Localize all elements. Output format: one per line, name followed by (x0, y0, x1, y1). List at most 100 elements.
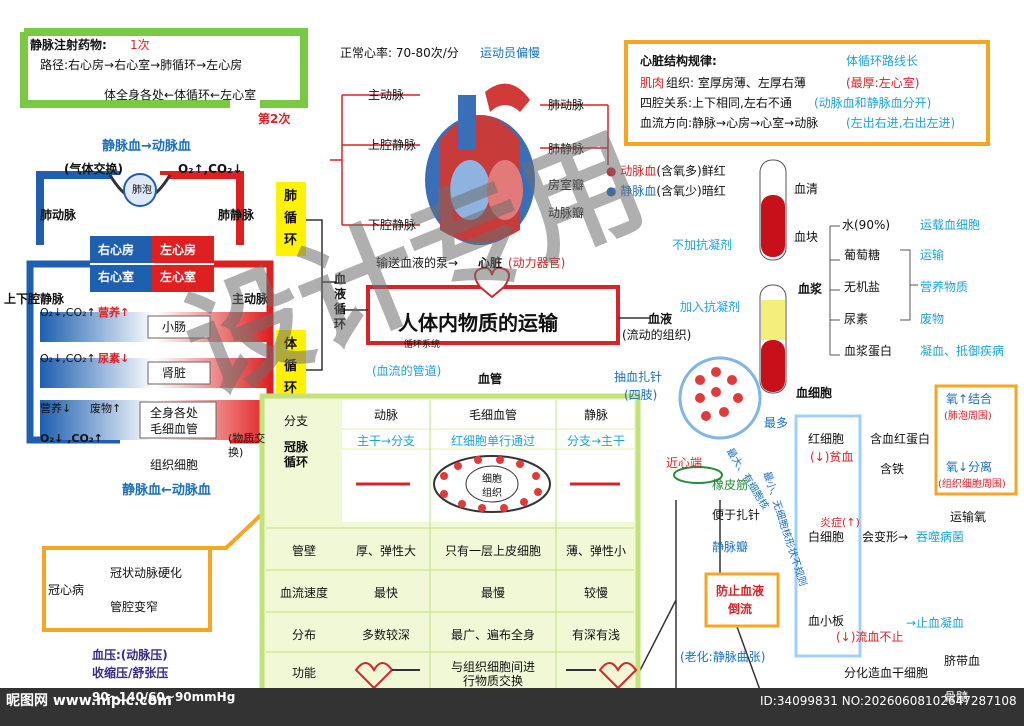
vessel-label: 血管 (478, 372, 503, 386)
chd-name: 冠心病 (48, 583, 85, 597)
pulmonary-circulation: 肺循环 (284, 189, 298, 248)
blood-circulation: 血液循环 (334, 272, 347, 331)
function-capillary-2: 行物质交换 (462, 674, 523, 688)
tissue-cell: 组织细胞 (150, 458, 199, 472)
draw-blood: 抽血扎针 (614, 370, 663, 384)
bone-marrow: 骨髓 (944, 690, 969, 704)
rules-title: 心脏结构规律: (640, 54, 717, 68)
arterial-to-venous: 静脉血←动脉血 (122, 483, 211, 498)
cells-label: 血细胞 (796, 386, 833, 400)
row-label-distribution: 分布 (291, 628, 316, 642)
distribution-vein: 有深有浅 (571, 628, 620, 642)
inflammation: 炎症(↑) (820, 516, 860, 529)
heart-illustration (425, 83, 535, 245)
label-av-valve: 房室瓣 (548, 178, 585, 192)
water-label: 水(90%) (842, 218, 891, 232)
prevent-label-2: 倒流 (728, 602, 753, 616)
blood-label: 血液 (648, 312, 673, 326)
bp-line-1: 血压:(动脉压) (92, 648, 168, 662)
distribution-artery: 多数较深 (361, 628, 410, 642)
wbc-function-2: 吞噬病菌 (916, 530, 965, 544)
iv-count-1: 1次 (130, 38, 150, 52)
stem-cells: 分化造血干细胞 (844, 666, 929, 680)
capillaries: 毛细血管 (150, 422, 199, 436)
branch-label: 分支 (284, 414, 309, 428)
platelet-function: →止血凝血 (906, 616, 965, 630)
fn-nutrient: 营养物质 (920, 280, 969, 294)
wall-artery: 厚、弹性大 (355, 544, 416, 558)
gas-right: O₂↑,CO₂↓ (178, 162, 243, 176)
wall-vein: 薄、弹性小 (565, 544, 626, 558)
draw-blood-2: (四肢) (624, 388, 658, 402)
organ-label: (动力器官) (508, 256, 566, 270)
alveolus-bubble (123, 173, 157, 207)
speed-artery: 最快 (373, 586, 398, 600)
header-capillary: 毛细血管 (468, 408, 517, 422)
function-capillary-1: 与组织细胞间进 (450, 660, 535, 674)
o2-release-note: (组织细胞周围) (938, 479, 1006, 490)
o2-bind-note: (肺泡周围) (944, 411, 992, 422)
rules-3a: 血流方向:静脉→心房→心室→动脉 (640, 116, 819, 130)
row2-tag: 尿素↓ (98, 352, 130, 365)
right-ventricle: 右心室 (98, 270, 135, 284)
row1-gas: O₂↓,CO₂↑ (40, 306, 96, 319)
material-exchange: (物质交换) (228, 432, 266, 459)
prevent-label: 防止血液 (716, 584, 765, 598)
gas-exchange: (气体交换) (64, 162, 123, 176)
rubber-band: 橡皮筋 (712, 478, 749, 492)
easy-needle: 便于扎针 (712, 508, 761, 522)
cord-blood: 脐带血 (944, 654, 981, 668)
clot-label: 血块 (794, 230, 819, 244)
header-vein: 静脉 (583, 408, 608, 422)
label-pa: 肺动脉 (548, 98, 585, 112)
bp-line-3: 90~140/60~90mmHg (92, 690, 236, 704)
main-title: 人体内物质的运输 (398, 311, 558, 335)
left-ventricle: 左心室 (160, 270, 197, 284)
row-label-wall: 管壁 (291, 544, 316, 558)
iv-route-1: 路径:右心房→右心室→肺循环→左心房 (40, 58, 243, 72)
rules-3b: (左出右进,右出左进) (846, 116, 956, 130)
serum-label: 血清 (794, 182, 819, 196)
venous-to-arterial: 静脉血→动脉血 (102, 139, 191, 154)
rules-tag: 体循环路线长 (846, 54, 919, 68)
aorta-label: 主动脉 (232, 292, 269, 306)
rbc-low: (↓)贫血 (810, 450, 854, 464)
iv-route-2: 体全身各处←体循环←左心室 (104, 88, 257, 102)
main-subtitle: 循环系统 (404, 340, 441, 350)
systemic-circulation: 体循环 (284, 337, 298, 396)
row-label-speed: 血流速度 (279, 586, 328, 600)
urea-label: 尿素 (844, 312, 869, 326)
row3-mid: 废物↑ (90, 402, 122, 415)
fn-waste: 废物 (920, 312, 945, 326)
whole-body: 全身各处 (150, 406, 199, 420)
protein-label: 血浆蛋白 (844, 344, 893, 358)
pulmonary-vein-label: 肺静脉 (218, 208, 255, 222)
rules-1b: 组织: 室厚房薄、左厚右薄 (666, 76, 806, 90)
chd-item-2: 管腔变窄 (110, 600, 159, 614)
bp-line-2: 收缩压/舒张压 (92, 666, 169, 680)
o2-release: 氧↓分离 (946, 460, 993, 474)
label-arterial-valve: 动脉瓣 (548, 206, 585, 220)
pulmonary-loop-blue (36, 171, 120, 245)
rules-box (624, 40, 990, 146)
kidney: 肾脏 (162, 366, 187, 380)
near-heart: 近心端 (666, 456, 703, 470)
hemoglobin: 含血红蛋白 (870, 432, 931, 446)
water-function: 运载血细胞 (920, 218, 981, 232)
image-id: ID:34099831 NO:20260608102647287108 (760, 694, 1017, 708)
athlete-note: 运动员偏慢 (480, 46, 541, 60)
vein-valve: 静脉瓣 (712, 540, 749, 554)
left-atrium: 左心房 (160, 243, 197, 257)
most-label: 最多 (764, 416, 789, 430)
anticoagulant: 加入抗凝剂 (680, 300, 741, 314)
speed-capillary: 最慢 (480, 586, 505, 600)
iv-title: 静脉注射药物: (30, 38, 107, 52)
wbc-function: 会变形→ (862, 530, 909, 544)
salt-label: 无机盐 (844, 280, 881, 294)
label-pv: 肺静脉 (548, 142, 585, 156)
fn-protein: 凝血、抵御疾病 (920, 344, 1005, 358)
rbc-label: 红细胞 (808, 432, 845, 446)
platelet-label: 血小板 (808, 614, 845, 628)
wall-capillary: 只有一层上皮细胞 (444, 544, 541, 558)
fn-transport: 运输 (920, 248, 945, 262)
